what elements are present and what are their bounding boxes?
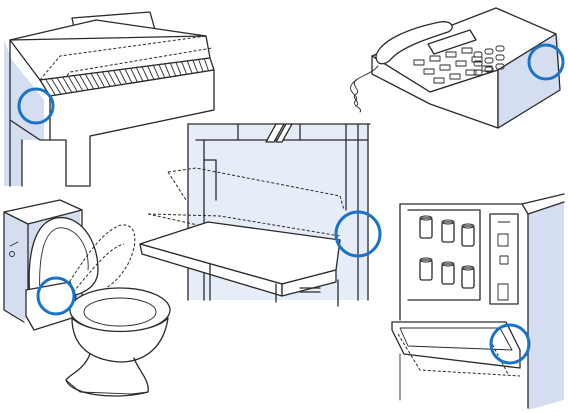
can xyxy=(462,226,474,246)
can xyxy=(420,218,432,238)
can xyxy=(442,264,454,284)
can xyxy=(442,222,454,242)
piano xyxy=(4,12,214,186)
vending-machine xyxy=(392,194,564,410)
can xyxy=(420,260,432,280)
fold-down-desk xyxy=(140,124,370,306)
can xyxy=(462,268,474,288)
toilet xyxy=(4,200,170,396)
